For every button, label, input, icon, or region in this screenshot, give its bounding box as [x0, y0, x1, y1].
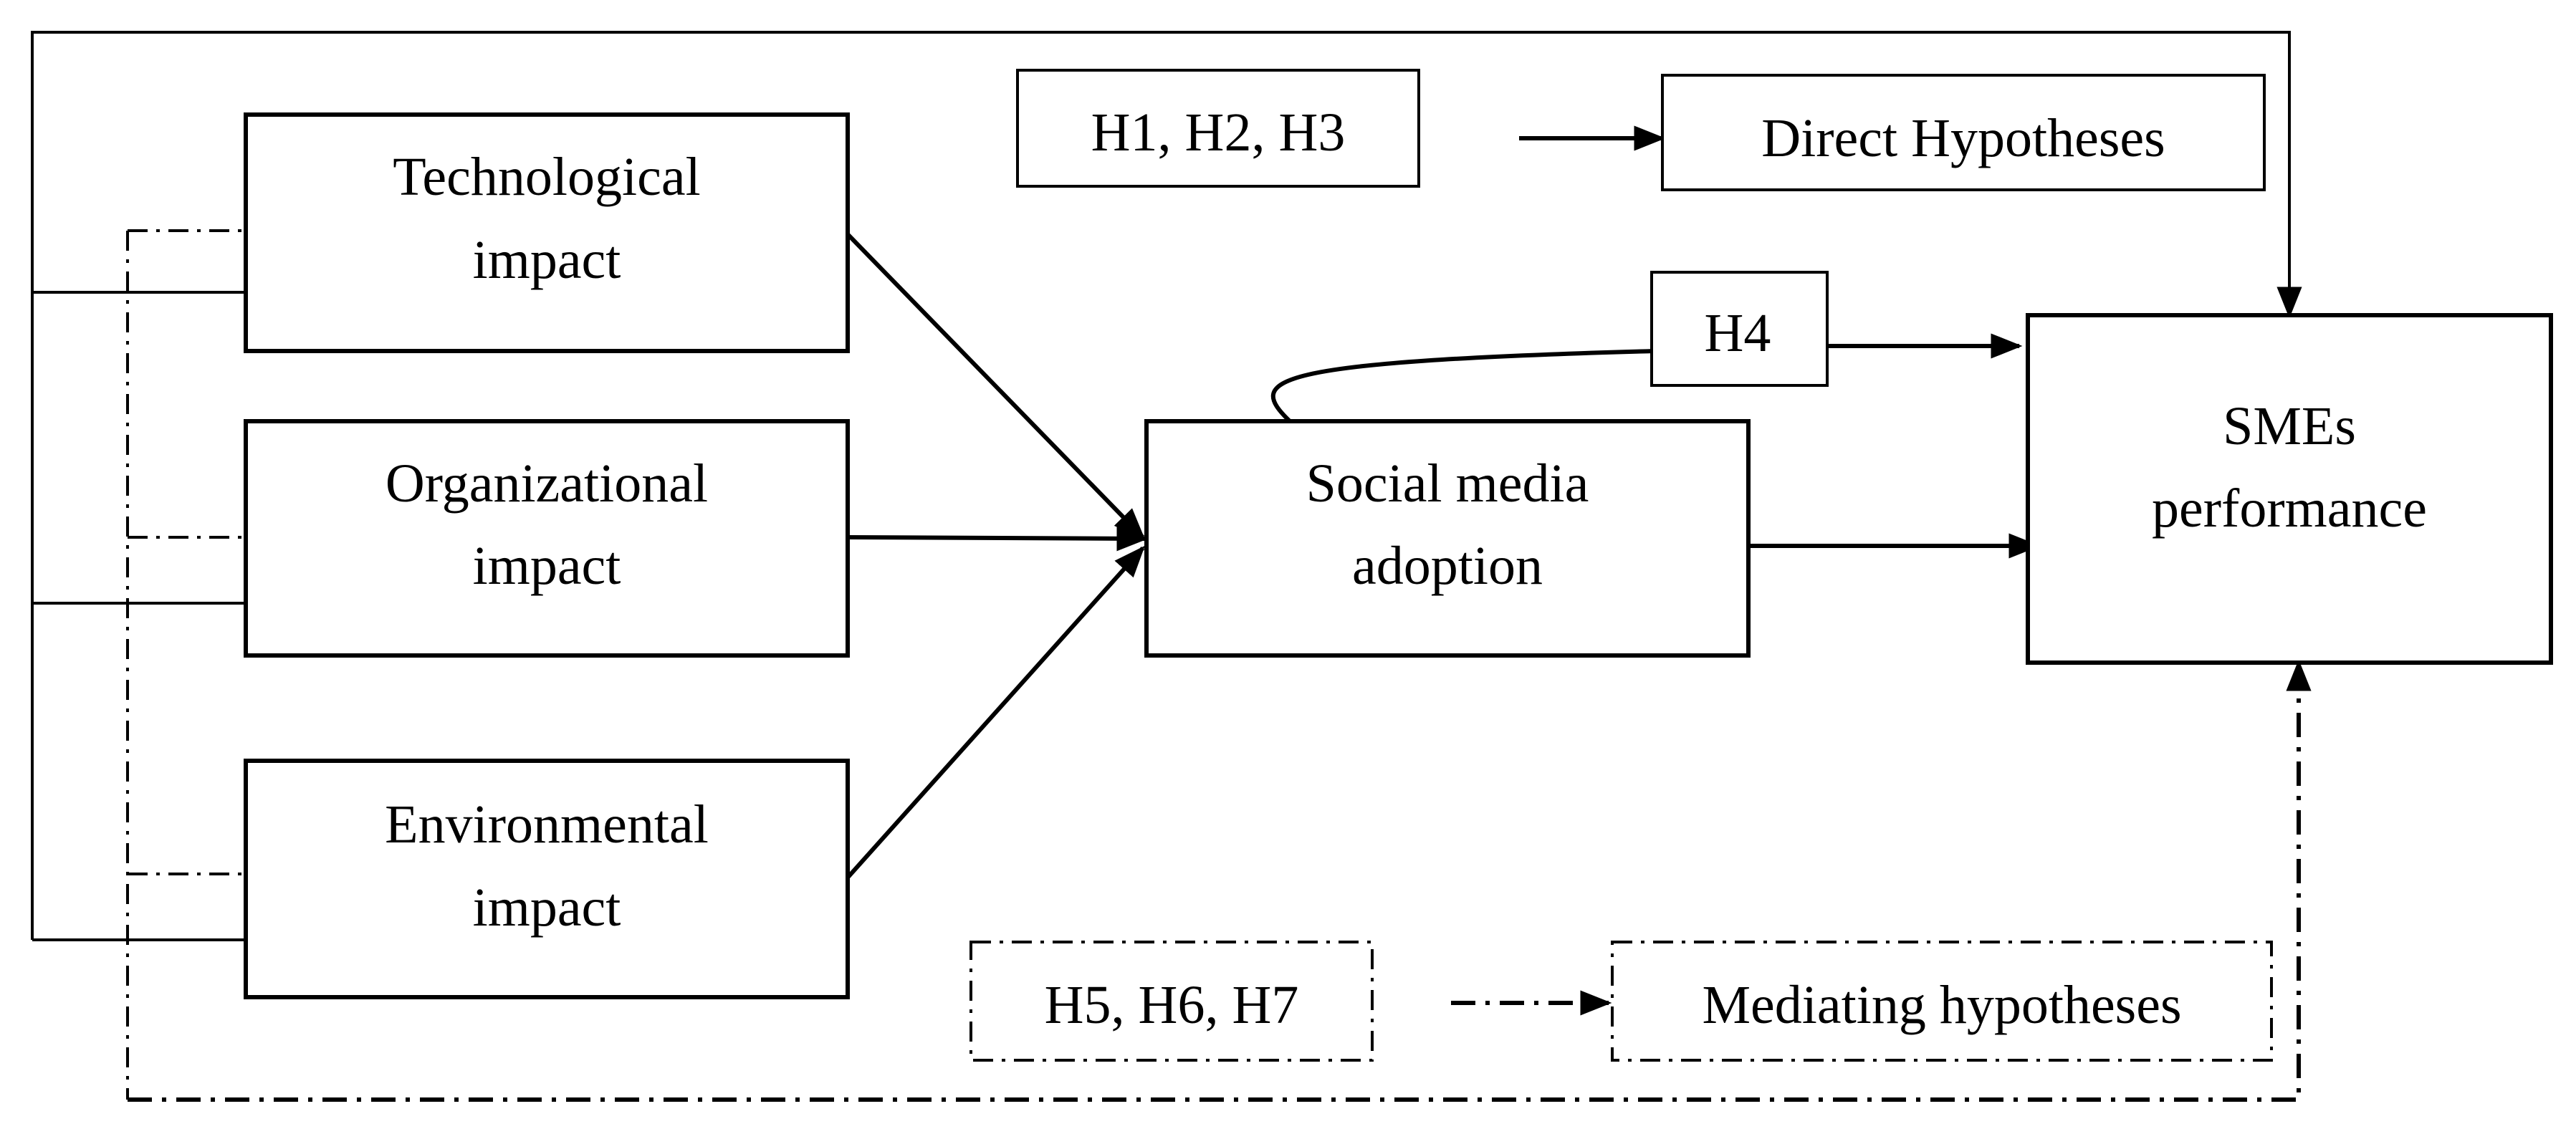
- arrow-environmental-to-social-media: [846, 545, 1145, 880]
- node-technological-line1: Technological: [393, 147, 700, 207]
- legend-mediating-label: Mediating hypotheses: [1702, 975, 2181, 1035]
- legend-mediating-codes: H5, H6, H7: [1045, 975, 1299, 1035]
- node-organizational-line2: impact: [473, 536, 621, 596]
- node-environmental-line1: Environmental: [385, 794, 709, 855]
- node-organizational-line1: Organizational: [386, 453, 708, 514]
- node-environmental-impact: Environmental impact: [244, 759, 850, 999]
- direct-path-top-line: [31, 31, 2302, 319]
- legend-direct-label: Direct Hypotheses: [1761, 108, 2165, 168]
- legend-direct-codes: H1, H2, H3: [1091, 102, 1346, 163]
- node-technological-line2: impact: [473, 230, 621, 290]
- node-organizational-impact: Organizational impact: [244, 419, 850, 658]
- node-environmental-line2: impact: [473, 878, 621, 938]
- h4-path: [1270, 349, 1656, 423]
- label-h4-text: H4: [1705, 303, 1771, 363]
- node-social-media-line1: Social media: [1306, 453, 1589, 514]
- node-smes-performance: SMEs performance: [2026, 313, 2553, 665]
- node-smes-line1: SMEs: [2223, 396, 2356, 456]
- node-social-media-line2: adoption: [1352, 536, 1543, 596]
- node-social-media-adoption: Social media adoption: [1144, 419, 1751, 658]
- legend-mediating: H5, H6, H7 Mediating hypotheses: [969, 941, 2273, 1062]
- legend-direct: H1, H2, H3 Direct Hypotheses: [1016, 69, 2266, 191]
- label-h4: H4: [1650, 271, 1829, 387]
- node-technological-impact: Technological impact: [244, 112, 850, 353]
- node-smes-line2: performance: [2152, 479, 2427, 539]
- arrow-organizational-to-social-media: [847, 526, 1149, 552]
- arrow-technological-to-social-media: [846, 232, 1146, 540]
